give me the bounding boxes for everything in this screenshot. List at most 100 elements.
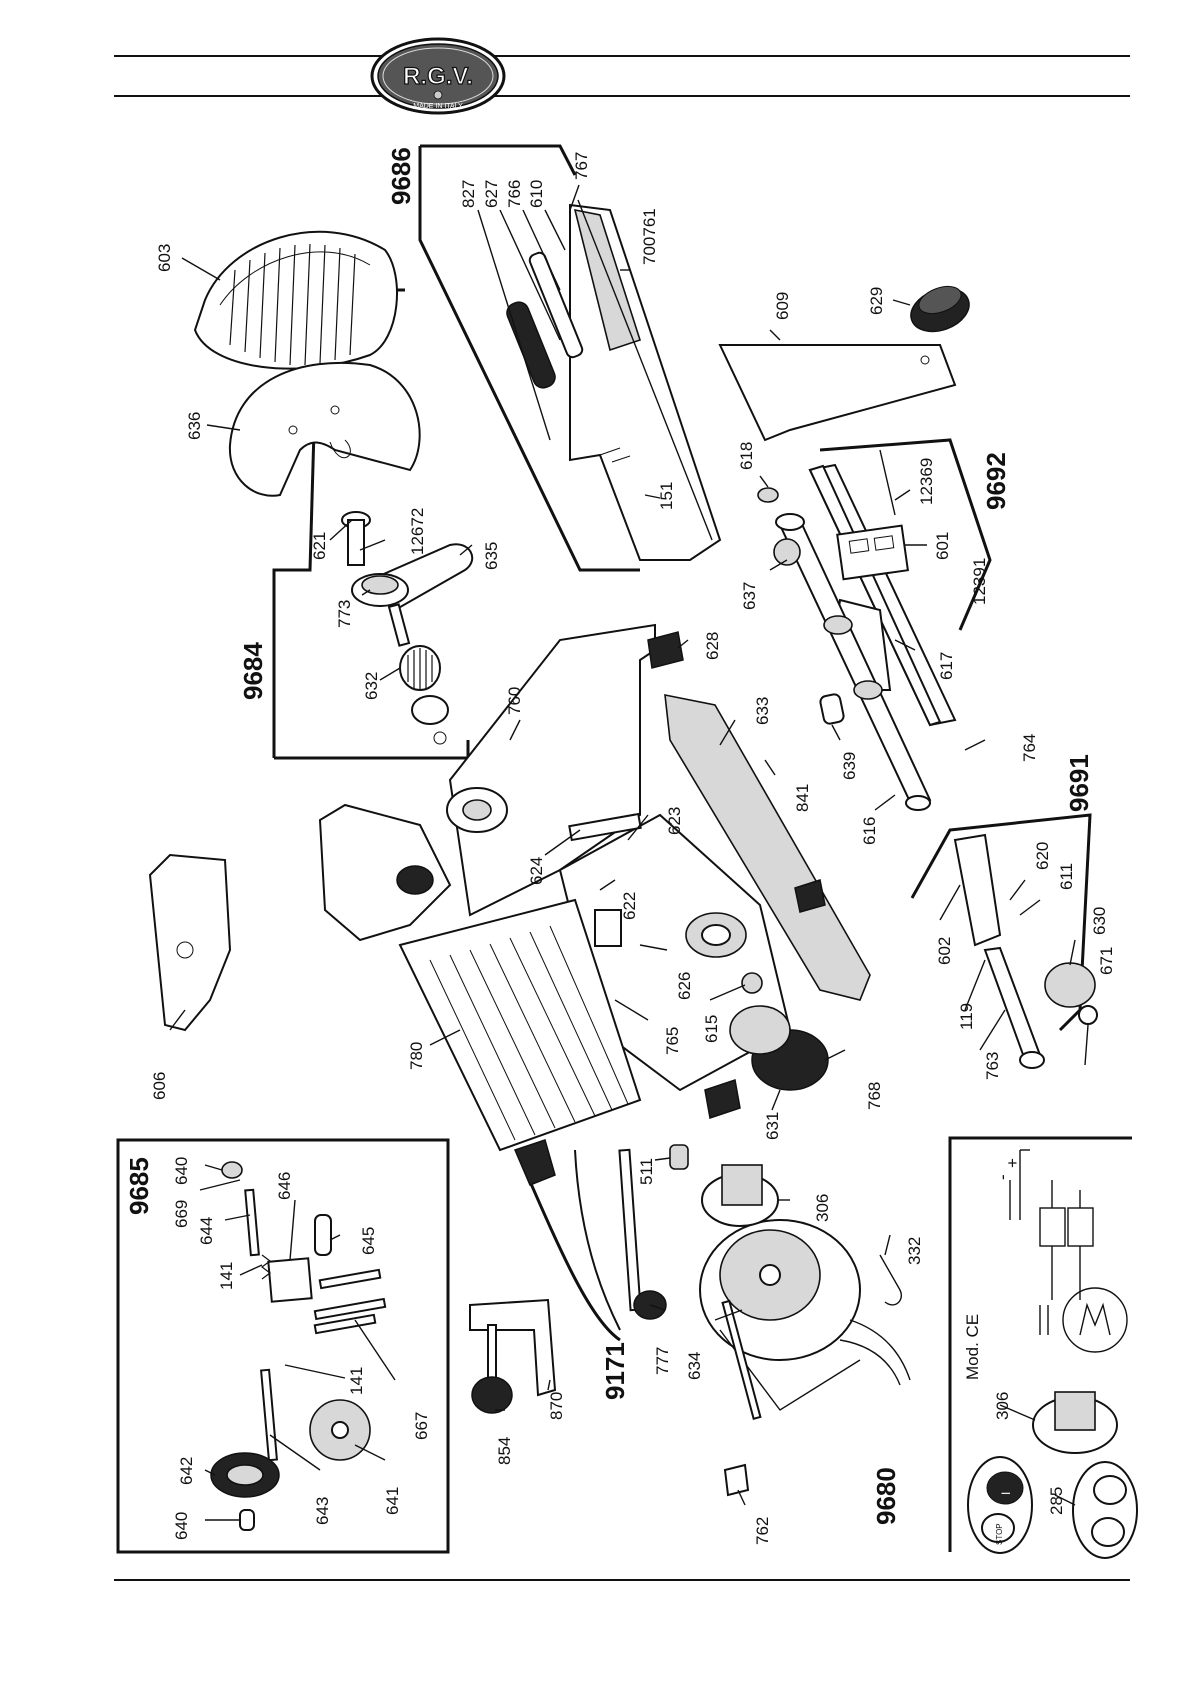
label-640-top: 640: [172, 1157, 191, 1185]
switch-306-lower: [1032, 1391, 1118, 1454]
label-768: 768: [865, 1082, 884, 1110]
bracket-870: [469, 1298, 557, 1397]
label-606: 606: [150, 1072, 169, 1100]
leader-lines: [169, 184, 1089, 1521]
label-511: 511: [637, 1158, 656, 1185]
group-label-9692: 9692: [981, 452, 1011, 510]
group-label-9691: 9691: [1064, 754, 1094, 812]
electrical-schematic: + - Mod. CE: [963, 1149, 1128, 1380]
group-label-9686: 9686: [386, 147, 416, 205]
bushing-639: [819, 693, 845, 725]
label-854: 854: [495, 1437, 514, 1465]
label-621: 621: [310, 532, 329, 560]
label-306-upper: 306: [813, 1194, 832, 1222]
logo-emblem-icon: [433, 90, 443, 100]
label-617: 617: [937, 652, 956, 680]
label-827: 827: [459, 180, 478, 208]
label-626: 626: [675, 972, 694, 1000]
label-12672: 12672: [408, 508, 427, 555]
slide-bar-assembly: [808, 449, 957, 727]
label-119: 119: [957, 1003, 976, 1030]
label-620: 620: [1033, 842, 1052, 870]
label-631: 631: [763, 1112, 782, 1140]
label-780: 780: [407, 1042, 426, 1070]
label-624: 624: [527, 857, 546, 885]
label-635: 635: [482, 542, 501, 570]
motor-cover: [398, 898, 642, 1152]
label-622: 622: [620, 892, 639, 920]
label-634: 634: [685, 1352, 704, 1380]
clip-332: [879, 1254, 902, 1306]
switch-511: [669, 1144, 689, 1170]
switch-285: [1072, 1461, 1138, 1559]
knob-615: [741, 972, 763, 994]
side-cover-hole: [176, 941, 194, 959]
group-outline-9686: [420, 144, 577, 176]
label-609: 609: [773, 292, 792, 320]
label-630: 630: [1090, 907, 1109, 935]
group-outline-9685: [116, 1138, 450, 1554]
label-611: 611: [1057, 863, 1076, 890]
label-763: 763: [983, 1052, 1002, 1080]
foot-rear: [704, 1079, 741, 1119]
thickness-knob: [729, 1005, 829, 1091]
label-645: 645: [359, 1227, 378, 1255]
label-764: 764: [1020, 734, 1039, 762]
label-640-bottom: 640: [172, 1512, 191, 1540]
bracket-762: [723, 1463, 750, 1497]
blade-guard: [228, 361, 421, 497]
sharpener-assembly: [210, 1161, 387, 1531]
motor-9680: [699, 1219, 911, 1411]
label-765: 765: [663, 1027, 682, 1055]
logo-text: R.G.V.: [403, 63, 473, 90]
switch-on-text: I: [999, 1492, 1013, 1495]
label-610: 610: [527, 180, 546, 208]
label-639: 639: [840, 752, 859, 780]
label-767: 767: [572, 152, 591, 180]
label-141-top: 141: [217, 1262, 236, 1290]
label-12391: 12391: [970, 558, 989, 605]
label-615: 615: [702, 1015, 721, 1043]
slicer-main-body: [318, 623, 871, 1092]
label-641: 641: [383, 1487, 402, 1515]
label-646: 646: [275, 1172, 294, 1200]
label-151: 151: [657, 482, 676, 510]
group-label-9684: 9684: [238, 642, 268, 700]
switch-306-upper: [701, 1164, 779, 1227]
carriage-bracket: [718, 344, 957, 442]
carriage-knob: [910, 285, 970, 333]
washer-618: [757, 487, 779, 503]
switch-panel-on-off: I STOP: [967, 1456, 1033, 1554]
logo-subtext: MADE IN ITALY: [413, 103, 463, 110]
label-760: 760: [505, 687, 524, 715]
group-outline-9684-b: [274, 740, 470, 760]
nut-637: [773, 538, 801, 566]
label-643: 643: [313, 1497, 332, 1525]
label-642: 642: [177, 1457, 196, 1485]
pusher-assembly: [953, 833, 1098, 1069]
label-629: 629: [867, 287, 886, 315]
label-601: 601: [933, 532, 952, 560]
label-603: 603: [155, 244, 174, 272]
label-632: 632: [362, 672, 381, 700]
label-623: 623: [665, 807, 684, 835]
power-cable: [513, 1139, 621, 1342]
group-label-9680: 9680: [871, 1467, 901, 1525]
label-618: 618: [737, 442, 756, 470]
schematic-plus: +: [1003, 1158, 1022, 1168]
label-637: 637: [740, 582, 759, 610]
group-outline-9692: [819, 438, 992, 631]
rgv-logo: R.G.V. MADE IN ITALY: [370, 37, 506, 115]
label-285: 285: [1047, 1487, 1066, 1515]
label-667: 667: [412, 1412, 431, 1440]
label-633: 633: [753, 697, 772, 725]
side-cover-606: [148, 853, 232, 1032]
foot-628: [647, 631, 684, 669]
label-616: 616: [860, 817, 879, 845]
label-762: 762: [753, 1517, 772, 1545]
group-outline-9686-b: [418, 146, 640, 572]
switch-off-text: STOP: [995, 1523, 1004, 1545]
label-602: 602: [935, 937, 954, 965]
label-841: 841: [793, 784, 812, 812]
